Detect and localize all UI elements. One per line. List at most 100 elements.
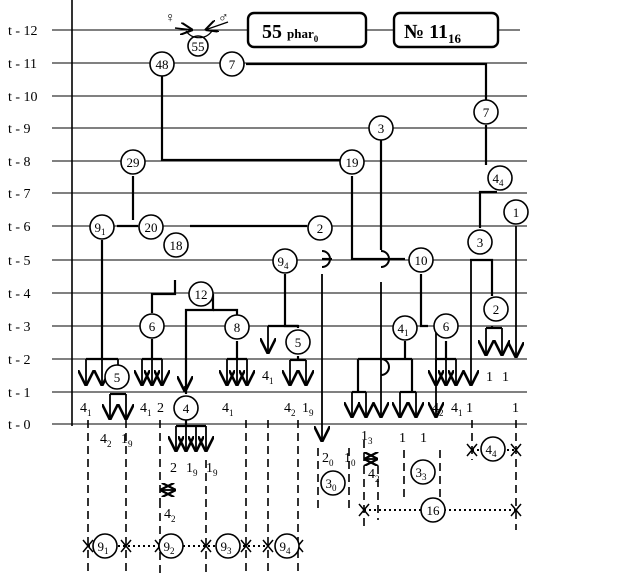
connector-line xyxy=(184,294,215,394)
connector-line xyxy=(246,62,488,100)
node-n18 xyxy=(163,232,189,258)
node-label: 92 xyxy=(164,539,175,556)
node-label: 30 xyxy=(326,476,338,493)
female-arrow xyxy=(174,28,193,30)
connector-line xyxy=(160,64,352,162)
generation-label: 1 xyxy=(420,431,427,446)
time-label: t - 11 xyxy=(8,57,37,72)
generation-label: 19 xyxy=(206,461,218,478)
node-label: 91 xyxy=(95,220,106,237)
male-symbol: ♂ xyxy=(218,11,229,26)
node-b44 xyxy=(480,436,506,462)
line-jump xyxy=(380,250,390,268)
male-arrow xyxy=(205,22,229,30)
time-label: t - 1 xyxy=(8,386,31,401)
generation-label: 20 xyxy=(322,451,334,468)
node-b30 xyxy=(320,470,346,496)
node-n6b xyxy=(433,313,459,339)
node-b94 xyxy=(274,533,300,559)
node-label: 5 xyxy=(295,335,302,350)
generation-label: 19 xyxy=(302,401,314,418)
node-n19 xyxy=(339,149,365,175)
generation-label: 41 xyxy=(451,401,463,418)
node-n8 xyxy=(224,314,250,340)
generation-label: 13 xyxy=(361,429,373,446)
node-n94 xyxy=(272,248,298,274)
node-n6a xyxy=(139,313,165,339)
generation-label: 19 xyxy=(121,432,133,449)
node-n44 xyxy=(487,165,513,191)
node-label: 2 xyxy=(493,302,500,317)
node-n2b xyxy=(483,296,509,322)
node-label: 91 xyxy=(98,539,109,556)
node-n7a xyxy=(219,51,245,77)
generation-label: 1 xyxy=(466,401,473,416)
node-label: 29 xyxy=(127,155,140,170)
node-label: 6 xyxy=(149,319,156,334)
number-box xyxy=(392,11,500,49)
generation-label: 41 xyxy=(140,401,152,418)
node-b16 xyxy=(420,497,446,523)
node-label: 94 xyxy=(280,539,292,556)
node-n91 xyxy=(89,214,115,240)
connector-line xyxy=(150,280,177,313)
time-label: t - 10 xyxy=(8,90,38,105)
node-n3a xyxy=(368,115,394,141)
node-label: 3 xyxy=(378,121,385,136)
cross-mark xyxy=(358,503,370,517)
node-n7b xyxy=(473,99,499,125)
node-n48 xyxy=(149,51,175,77)
cross-mark xyxy=(200,539,212,553)
phar-title: 55 phar0 xyxy=(262,21,319,44)
connector-line xyxy=(478,190,497,228)
node-label: 94 xyxy=(278,254,290,271)
node-n4c xyxy=(173,395,199,421)
node-label: 19 xyxy=(346,155,359,170)
cross-mark xyxy=(510,503,522,517)
node-b93 xyxy=(215,533,241,559)
node-label: 41 xyxy=(398,321,409,338)
cross-mark xyxy=(82,539,94,553)
line-jump xyxy=(321,250,331,268)
node-label: 33 xyxy=(416,465,428,482)
generation-label: 41 xyxy=(262,369,274,386)
node-label: 93 xyxy=(221,539,233,556)
time-label: t - 6 xyxy=(8,220,31,235)
line-jump xyxy=(380,358,390,376)
node-n12 xyxy=(188,281,214,307)
time-label: t - 9 xyxy=(8,122,31,137)
node-label: 1 xyxy=(513,205,520,220)
node-n41 xyxy=(392,315,418,341)
generation-label: 1 xyxy=(399,431,406,446)
node-n20 xyxy=(138,214,164,240)
time-label: t - 4 xyxy=(8,287,31,302)
node-n1a xyxy=(503,199,529,225)
generation-label: 42 xyxy=(284,401,296,418)
node-n10 xyxy=(408,247,434,273)
generation-label: 41 xyxy=(222,401,234,418)
cross-mark xyxy=(510,443,522,457)
cross-mark xyxy=(240,539,252,553)
generation-label: 1 xyxy=(486,370,493,385)
node-label: 44 xyxy=(493,171,505,188)
node-label: 48 xyxy=(156,57,169,72)
connector-line xyxy=(213,308,239,315)
node-label: 6 xyxy=(443,319,450,334)
node-label: 20 xyxy=(145,220,158,235)
generation-label: 42 xyxy=(100,432,112,449)
node-b92 xyxy=(158,533,184,559)
node-label: 2 xyxy=(317,221,324,236)
number-title: № 1116 xyxy=(404,21,462,46)
connector-line xyxy=(283,274,300,328)
cross-mark xyxy=(120,539,132,553)
generation-label: 19 xyxy=(186,461,198,478)
time-label: t - 0 xyxy=(8,418,31,433)
connector-line xyxy=(419,274,428,328)
node-n2a xyxy=(307,215,333,241)
cross-mark xyxy=(466,443,478,457)
node-label: 3 xyxy=(477,235,484,250)
generation-label: 42 xyxy=(432,401,444,418)
cross-mark xyxy=(262,539,274,553)
node-label: 8 xyxy=(234,320,241,335)
